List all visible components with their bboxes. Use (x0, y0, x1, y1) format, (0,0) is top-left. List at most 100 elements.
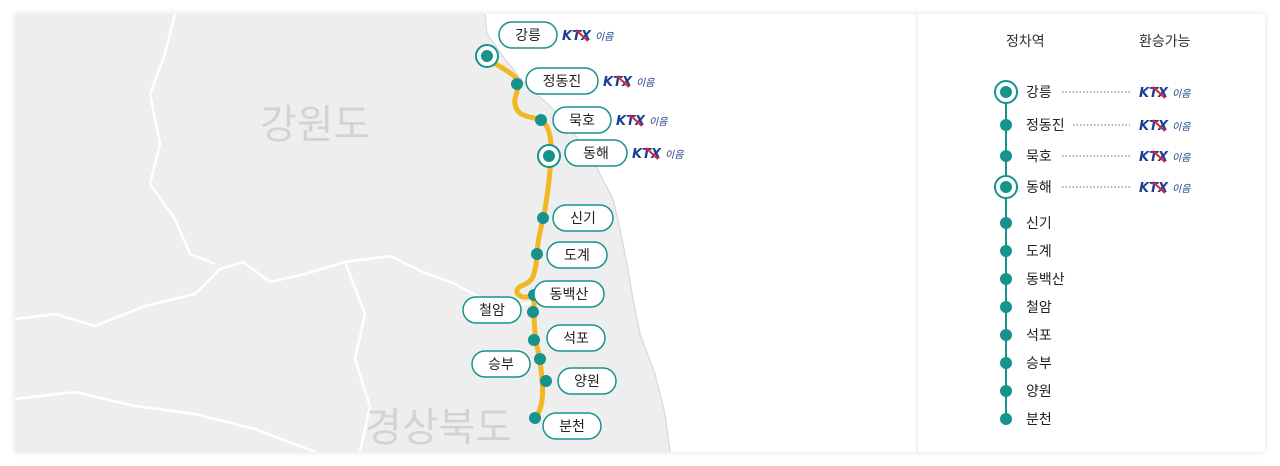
ktx-badge-suffix: 이음 (595, 31, 614, 43)
station-label-pill (552, 204, 614, 232)
station-marker[interactable] (535, 114, 547, 126)
legend-marker (1000, 385, 1012, 397)
station-label[interactable]: 분천 (542, 412, 602, 440)
legend-station-name: 정동진 (1026, 118, 1065, 134)
station-label-text: 양원 (574, 374, 600, 390)
legend-marker (1000, 217, 1012, 229)
legend-station-name: 묵호 (1026, 149, 1052, 165)
legend-marker (1000, 150, 1012, 162)
station-marker-major[interactable] (481, 50, 493, 62)
station-marker[interactable] (531, 248, 543, 260)
station-label-text: 묵호 (569, 113, 595, 129)
legend-marker (1000, 273, 1012, 285)
sea-area (485, 14, 1265, 452)
province-border (15, 390, 316, 452)
station-marker[interactable] (540, 375, 552, 387)
station-marker[interactable] (534, 353, 546, 365)
ktx-badge-suffix: 이음 (1172, 183, 1191, 195)
station-marker[interactable] (527, 306, 539, 318)
station-label[interactable]: 도계 (546, 241, 608, 269)
legend-marker (1000, 413, 1012, 425)
station-label[interactable]: 동백산 (533, 280, 605, 308)
legend-station-name: 석포 (1026, 328, 1052, 344)
ktx-swoosh (616, 75, 630, 88)
ktx-swoosh (1152, 119, 1166, 132)
legend-marker-major (1000, 86, 1012, 98)
station-label-pill (533, 280, 605, 308)
station-label-pill (546, 324, 606, 352)
station-marker[interactable] (537, 212, 549, 224)
legend-station-name: 철암 (1026, 300, 1052, 316)
ktx-badge-brand: KTX (1139, 150, 1169, 165)
station-marker[interactable] (529, 412, 541, 424)
ktx-swoosh (645, 147, 659, 160)
station-label-text: 철암 (479, 303, 505, 319)
station-label[interactable]: 정동진 (525, 67, 599, 95)
ktx-badge-brand: KTX (632, 147, 662, 162)
ktx-badge-suffix: 이음 (636, 77, 655, 89)
province-border (15, 254, 536, 328)
station-label-text: 분천 (559, 419, 585, 435)
station-marker-major[interactable] (543, 150, 555, 162)
station-label-pill (471, 350, 531, 378)
legend-header-stop: 정차역 (1006, 34, 1045, 50)
station-label[interactable]: 신기 (552, 204, 614, 232)
stations-layer (475, 44, 561, 424)
legend-marker (1000, 301, 1012, 313)
station-label[interactable]: 철암 (462, 296, 522, 324)
legend-marker (1000, 357, 1012, 369)
legend-station-name: 동해 (1026, 180, 1052, 196)
ktx-badge-brand: KTX (1139, 119, 1169, 134)
station-label[interactable]: 석포 (546, 324, 606, 352)
legend-station-name: 신기 (1026, 216, 1052, 232)
legend-station-name: 분천 (1026, 412, 1052, 428)
station-label[interactable]: 강릉 (498, 21, 558, 49)
station-label-pill (462, 296, 522, 324)
legend-station-name: 양원 (1026, 384, 1052, 400)
ktx-badge-brand: KTX (1139, 86, 1169, 101)
ktx-badge-brand: KTX (603, 75, 633, 90)
legend-marker (1000, 245, 1012, 257)
station-label-text: 강릉 (515, 28, 541, 44)
ktx-swoosh (575, 29, 589, 42)
legend-station-name: 도계 (1026, 244, 1052, 260)
legend-station-name: 강릉 (1026, 85, 1052, 101)
station-label-text: 도계 (564, 248, 590, 264)
station-label[interactable]: 동해 (564, 139, 628, 167)
province-border (343, 261, 372, 452)
ktx-badge-suffix: 이음 (665, 149, 684, 161)
legend-station-name: 승부 (1026, 356, 1052, 372)
region-label-gyeongbuk: 경상북도 (365, 405, 512, 451)
station-marker[interactable] (528, 334, 540, 346)
province-border (148, 14, 216, 266)
station-label-pill (552, 106, 612, 134)
ktx-badge-brand: KTX (562, 29, 592, 44)
ktx-badge-suffix: 이음 (1172, 152, 1191, 164)
region-label-gangwon: 강원도 (260, 102, 370, 148)
station-label[interactable]: 묵호 (552, 106, 612, 134)
station-marker[interactable] (511, 78, 523, 90)
station-label-text: 승부 (488, 357, 514, 373)
legend-marker-major (1000, 181, 1012, 193)
legend-marker (1000, 119, 1012, 131)
ktx-badge-suffix: 이음 (1172, 121, 1191, 133)
station-label-pill (542, 412, 602, 440)
ktx-badge-brand: KTX (1139, 181, 1169, 196)
station-label[interactable]: 승부 (471, 350, 531, 378)
land-area (15, 14, 670, 452)
station-label-pill (546, 241, 608, 269)
station-label[interactable]: 양원 (557, 367, 617, 395)
ktx-badge-brand: KTX (616, 114, 646, 129)
station-label-text: 동백산 (550, 287, 589, 303)
